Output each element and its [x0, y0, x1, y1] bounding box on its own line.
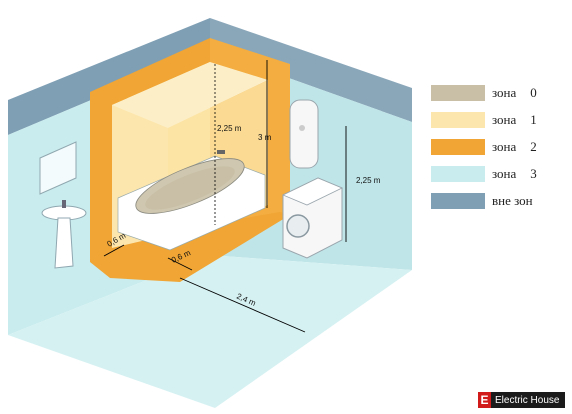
legend-item-zone0: зона 0 — [431, 84, 566, 102]
legend-swatch-zone3 — [431, 166, 485, 182]
washing-machine-top — [282, 177, 343, 206]
legend-label: зона — [492, 112, 517, 127]
floor — [8, 255, 412, 408]
legend-label: зона — [492, 166, 517, 181]
zone1-top — [112, 62, 268, 128]
legend-item-zone1: зона 1 — [431, 111, 566, 129]
mirror-icon — [39, 141, 77, 195]
legend-item-zone2: зона 2 — [431, 138, 566, 156]
bath-tap-icon — [217, 150, 225, 154]
zone0-water — [145, 166, 235, 210]
legend-label: вне зон — [492, 193, 533, 208]
legend-number: 1 — [530, 112, 537, 127]
brand-watermark: E Electric House — [478, 392, 566, 408]
dim-label-total-height: 3 m — [258, 133, 272, 142]
sink-tap-icon — [62, 200, 66, 208]
legend-number: 2 — [530, 139, 537, 154]
legend-swatch-outside — [431, 193, 485, 209]
legend-swatch-zone0 — [431, 85, 485, 101]
back-wall-top-band — [8, 18, 210, 135]
legend-number: 0 — [530, 85, 537, 100]
dim-line-front-width — [167, 257, 193, 271]
legend-label: зона — [492, 139, 517, 154]
brand-name: Electric House — [495, 394, 560, 406]
sink-pedestal — [54, 217, 74, 269]
water-heater-icon — [289, 99, 319, 169]
legend-item-outside: вне зон — [431, 192, 566, 210]
dim-line-floor-length — [179, 277, 306, 333]
legend-label: зона — [492, 85, 517, 100]
zone-legend: зона 0 зона 1 зона 2 зона 3 вне зон — [431, 84, 566, 219]
legend-number: 3 — [530, 166, 537, 181]
brand-logo-icon: E — [478, 392, 491, 408]
legend-swatch-zone2 — [431, 139, 485, 155]
dim-label-zone1-height: 2,25 m — [217, 124, 242, 133]
right-wall-top-band — [210, 18, 412, 122]
dim-line-side-width — [103, 244, 125, 257]
water-heater-gauge — [299, 125, 305, 131]
legend-swatch-zone1 — [431, 112, 485, 128]
dim-label-wall-height: 2,25 m — [356, 176, 381, 185]
zone2-floor — [90, 212, 290, 282]
legend-item-zone3: зона 3 — [431, 165, 566, 183]
washing-machine-icon — [286, 214, 310, 238]
